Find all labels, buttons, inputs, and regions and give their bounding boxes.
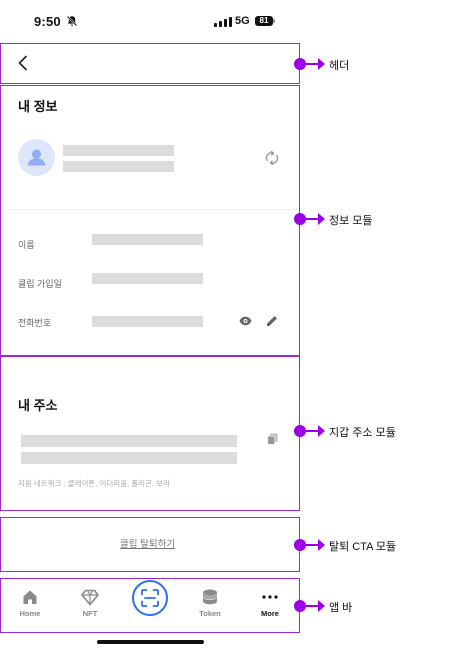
network-label: 5G: [235, 15, 250, 27]
skeleton-wallet-address-line-2: [21, 452, 237, 464]
battery-icon: 81: [255, 16, 273, 26]
info-divider: [2, 209, 298, 210]
scan-icon: [141, 589, 159, 607]
skeleton-account-id: [63, 161, 174, 172]
field-value-phone: [92, 316, 203, 327]
signal-icon: [214, 17, 232, 27]
withdraw-link[interactable]: 클립 탈퇴하기: [120, 539, 176, 550]
tab-more[interactable]: More: [250, 586, 290, 622]
avatar: [18, 139, 55, 176]
pencil-icon[interactable]: [266, 315, 278, 327]
field-label-name: 이름: [18, 240, 35, 250]
tab-home[interactable]: Home: [10, 586, 50, 622]
callout-header-text: 헤더: [329, 60, 350, 72]
wallet-title: 내 주소: [18, 398, 58, 413]
field-value-name: [92, 234, 203, 245]
field-value-joined: [92, 273, 203, 284]
callout-cta-module-text: 탈퇴 CTA 모듈: [329, 541, 397, 553]
field-label-phone: 전화번호: [18, 318, 52, 328]
home-indicator: [97, 640, 204, 644]
refresh-icon[interactable]: [264, 150, 280, 166]
avatar-icon: [27, 149, 46, 166]
status-time: 9:50: [34, 14, 61, 29]
tab-home-label: Home: [19, 609, 41, 618]
tab-token-label: Token: [199, 609, 221, 618]
info-title: 내 정보: [18, 99, 58, 114]
header-frame: [0, 43, 300, 84]
scan-button[interactable]: [132, 580, 168, 616]
eye-icon[interactable]: [239, 316, 252, 326]
diamond-icon: [81, 589, 99, 606]
skeleton-account-name: [63, 145, 174, 156]
more-dots-icon: [262, 595, 278, 599]
tab-nft[interactable]: NFT: [70, 586, 110, 622]
supported-networks-text: 지원 네트워크 : 클레이튼, 이더리움, 폴리곤, 보라: [18, 479, 170, 488]
tab-nft-label: NFT: [82, 609, 98, 618]
battery-tip: [273, 19, 275, 23]
home-icon: [23, 590, 37, 604]
callout-info-module-text: 정보 모듈: [329, 215, 373, 227]
callout-wallet-module-text: 지갑 주소 모듈: [329, 427, 396, 439]
copy-icon[interactable]: [267, 433, 278, 445]
coin-stack-icon: [203, 589, 217, 605]
callout-app-bar-text: 앱 바: [329, 602, 353, 614]
tab-more-label: More: [261, 609, 279, 618]
bell-off-icon: [66, 15, 78, 27]
back-icon[interactable]: [16, 55, 30, 71]
skeleton-wallet-address-line-1: [21, 435, 237, 447]
field-label-joined: 클립 가입일: [18, 279, 62, 289]
tab-token[interactable]: Token: [190, 586, 230, 622]
